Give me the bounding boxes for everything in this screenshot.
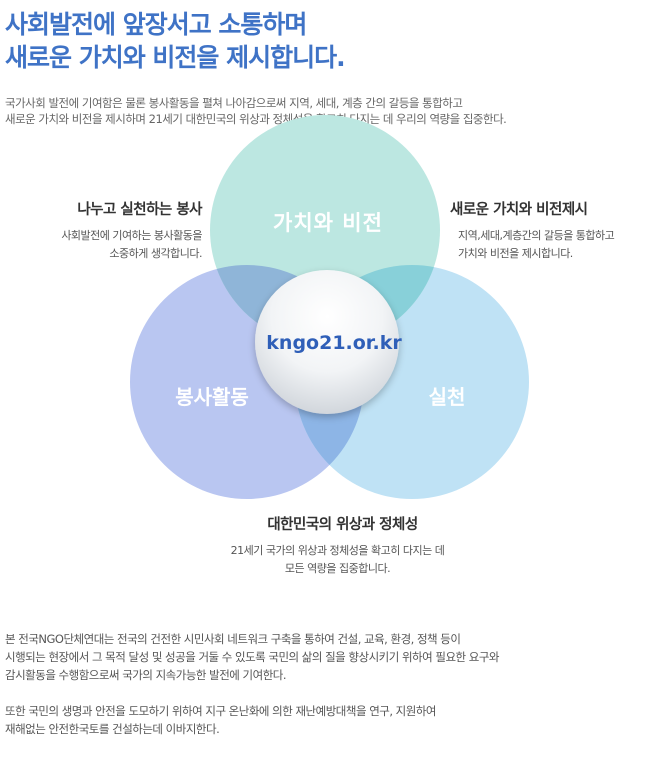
callout-identity-title: 대한민국의 위상과 정체성	[267, 517, 418, 533]
callout-vision: 새로운 가치와 비전제시 지역,세대,계층간의 갈등을 통합하고 가치와 비전을…	[450, 198, 615, 263]
venn-label-right: 실천	[429, 385, 466, 409]
intro-text: 국가사회 발전에 기여함은 물론 봉사활동을 펼쳐 나아감으로써 지역, 세대,…	[5, 95, 645, 127]
venn-label-left: 봉사활동	[175, 385, 249, 409]
description-p2-line-1: 또한 국민의 생명과 안전을 도모하기 위하여 지구 온난화에 의한 재난예방대…	[5, 704, 436, 718]
venn-label-top: 가치와 비전	[273, 211, 383, 235]
description-p1-line-1: 본 전국NGO단체연대는 전국의 건전한 시민사회 네트워크 구축을 통하여 건…	[5, 632, 461, 646]
callout-volunteer-line-1: 사회발전에 기여하는 봉사활동을	[61, 229, 202, 242]
callout-vision-line-1: 지역,세대,계층간의 갈등을 통합하고	[458, 229, 615, 242]
intro-line-2: 새로운 가치와 비전을 제시하며 21세기 대한민국의 위상과 정체성을 확고히…	[5, 112, 507, 126]
venn-center-sphere	[255, 270, 399, 414]
title-line-1: 사회발전에 앞장서고 소통하며	[5, 10, 307, 39]
title-line-2: 새로운 가치와 비전을 제시합니다.	[5, 43, 346, 72]
callout-vision-line-2: 가치와 비전을 제시합니다.	[458, 247, 573, 260]
intro-line-1: 국가사회 발전에 기여함은 물론 봉사활동을 펼쳐 나아감으로써 지역, 세대,…	[5, 96, 463, 110]
description-text: 본 전국NGO단체연대는 전국의 건전한 시민사회 네트워크 구축을 통하여 건…	[5, 630, 650, 738]
website-url[interactable]: kngo21.or.kr	[266, 332, 402, 354]
description-p1-line-3: 감시활동을 수행함으로써 국가의 지속가능한 발전에 기여한다.	[5, 668, 287, 682]
callout-volunteer: 나누고 실천하는 봉사 사회발전에 기여하는 봉사활동을 소중하게 생각합니다.	[61, 198, 202, 263]
description-p1-line-2: 시행되는 현장에서 그 목적 달성 및 성공을 거둘 수 있도록 국민의 삶의 …	[5, 650, 500, 664]
description-p2-line-2: 재해없는 안전한국토를 건설하는데 이바지한다.	[5, 722, 220, 736]
callout-vision-title: 새로운 가치와 비전제시	[450, 202, 588, 218]
callout-identity: 대한민국의 위상과 정체성 21세기 국가의 위상과 정체성을 확고히 다지는 …	[0, 513, 655, 578]
callout-volunteer-line-2: 소중하게 생각합니다.	[109, 247, 202, 260]
callout-identity-line-1: 21세기 국가의 위상과 정체성을 확고히 다지는 데	[230, 544, 445, 557]
callout-identity-line-2: 모든 역량을 집중합니다.	[284, 562, 391, 575]
callout-volunteer-title: 나누고 실천하는 봉사	[77, 202, 202, 218]
page-title: 사회발전에 앞장서고 소통하며 새로운 가치와 비전을 제시합니다.	[5, 8, 346, 74]
